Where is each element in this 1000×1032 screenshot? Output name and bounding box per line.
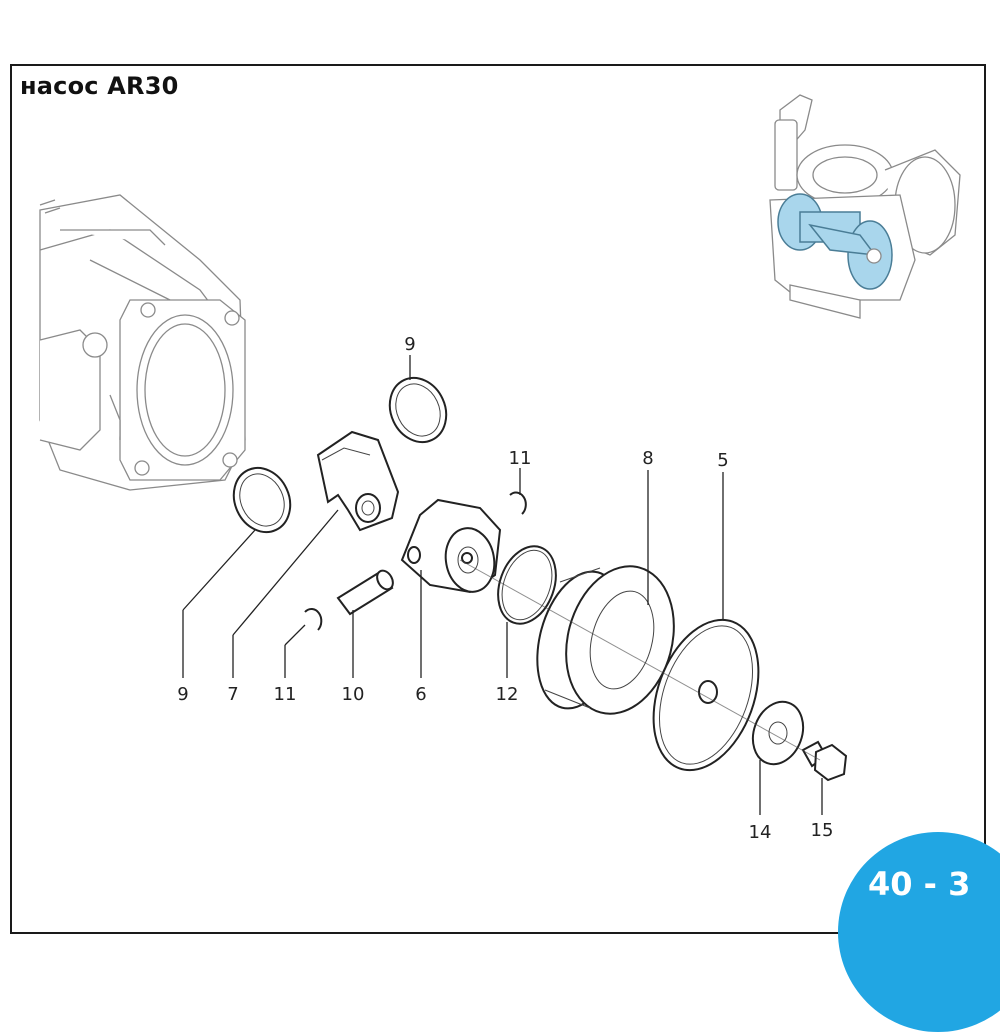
callout-5: 5 [717, 450, 728, 471]
page-badge-label: 40 - 3 [868, 865, 971, 903]
part-12-snap-ring [497, 545, 557, 625]
callout-10: 10 [342, 684, 365, 705]
inset-pump-illustration [769, 94, 961, 319]
part-6-piston [400, 498, 502, 594]
part-9-top-ring [388, 376, 448, 444]
leader-lines [182, 355, 823, 815]
callout-7: 7 [227, 684, 238, 705]
part-11-bottom-clip [304, 608, 323, 631]
part-9-left-ring [232, 466, 292, 534]
callout-9-bottom: 9 [177, 684, 188, 705]
part-8-diaphragm [536, 565, 675, 715]
callout-11-bottom: 11 [274, 684, 297, 705]
exploded-parts-diagram: 9 11 8 5 9 7 11 10 6 12 14 15 [39, 94, 961, 843]
part-5-plate [652, 618, 760, 772]
callout-6: 6 [415, 684, 426, 705]
part-15-bolt [801, 740, 848, 782]
diagram-title: насос AR30 [20, 72, 179, 100]
part-11-top-clip [509, 491, 527, 515]
part-10-pin [336, 569, 394, 616]
pump-housing [39, 194, 246, 491]
part-7-yoke [316, 430, 400, 532]
callout-11-top: 11 [509, 448, 532, 469]
callout-8: 8 [642, 448, 653, 469]
page-badge-circle [838, 832, 1000, 1032]
callout-15: 15 [811, 820, 834, 841]
callout-12: 12 [496, 684, 519, 705]
callout-14: 14 [749, 822, 772, 843]
callout-9-top: 9 [404, 334, 415, 355]
part-14-washer [751, 700, 805, 766]
